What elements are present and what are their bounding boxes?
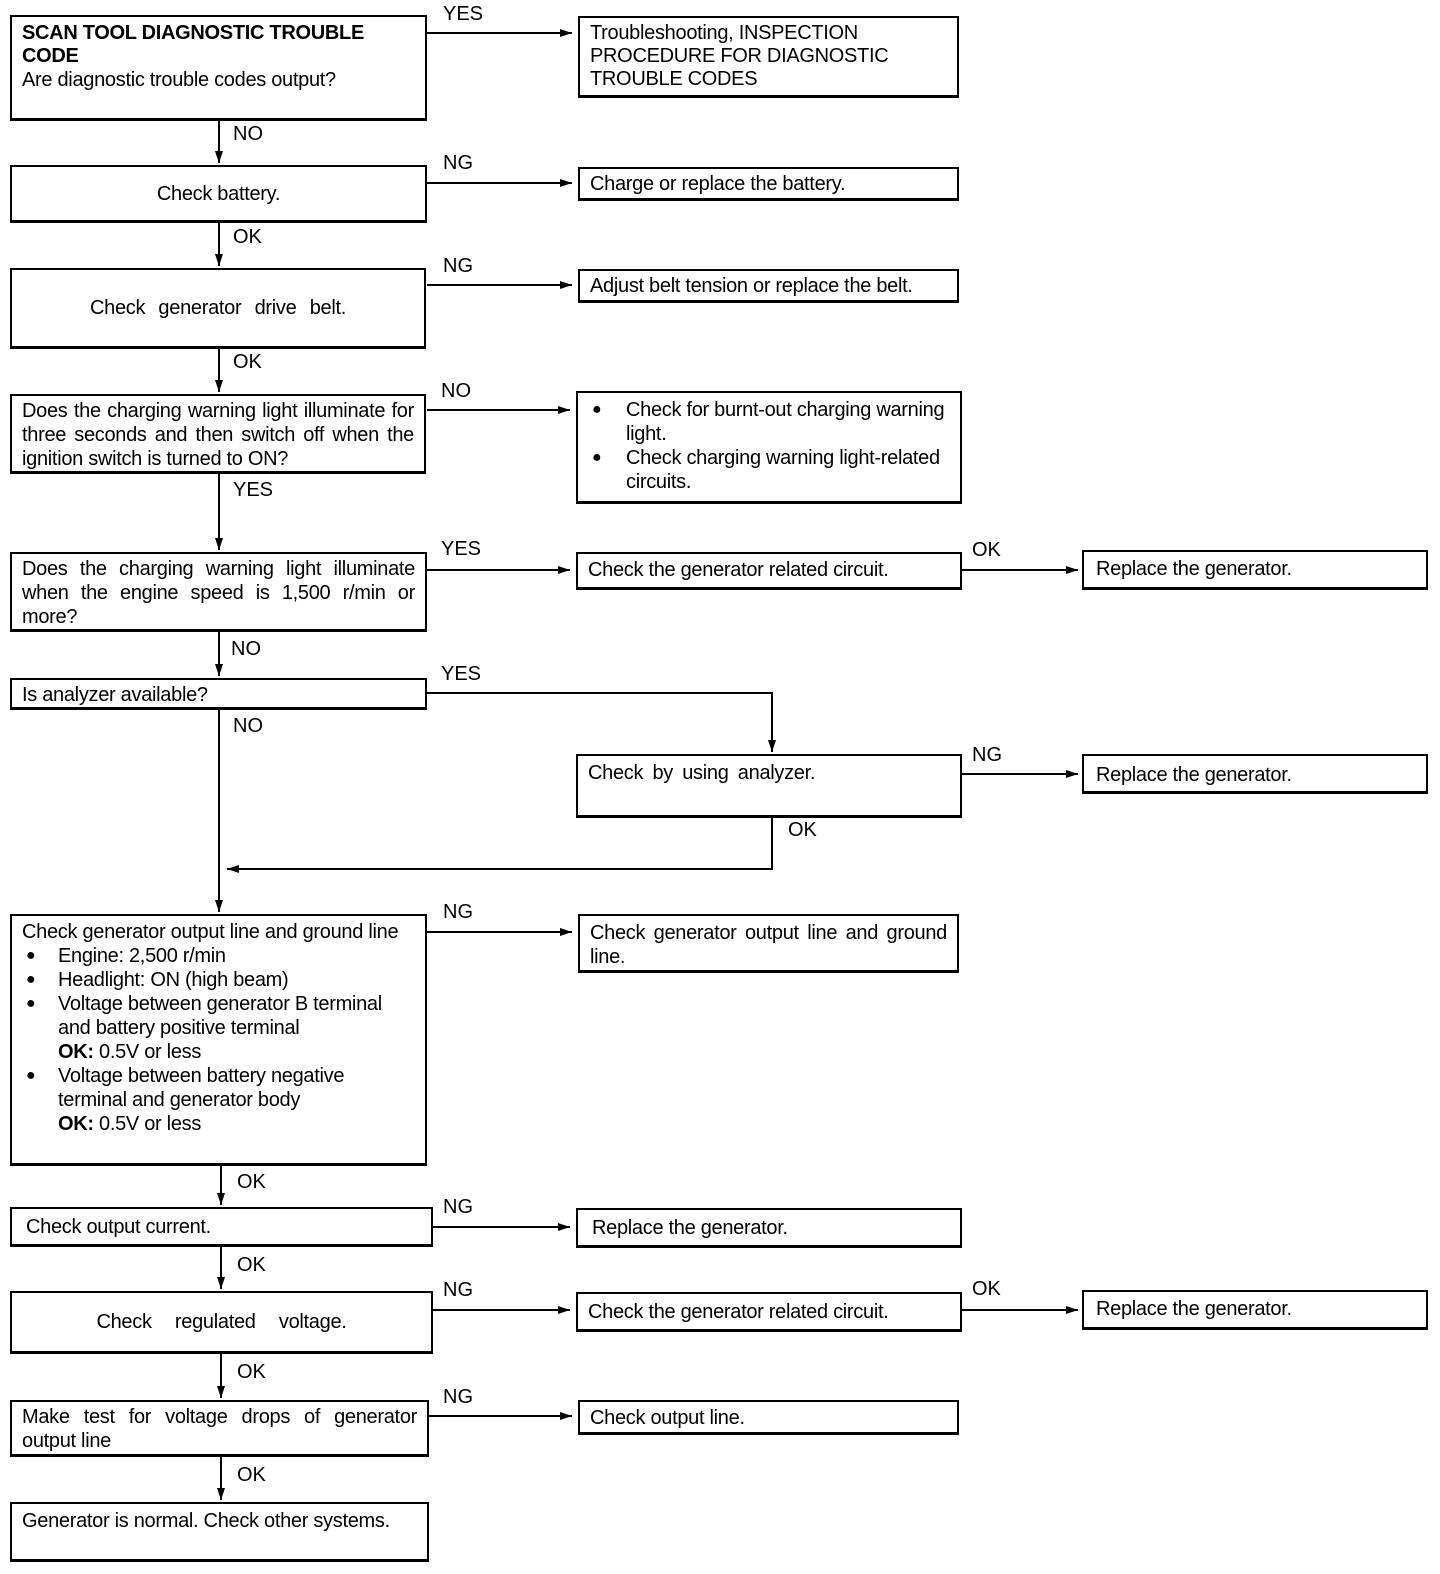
label-no: NO bbox=[441, 380, 471, 402]
condition-voltage-positive: Voltage between generator B terminal and… bbox=[22, 992, 415, 1064]
condition-headlight: Headlight: ON (high beam) bbox=[22, 968, 415, 992]
ok-label: OK: bbox=[58, 1041, 94, 1063]
output-current-text: Check output current. bbox=[26, 1216, 211, 1238]
warning-light-question-box: Does the charging warning light illumina… bbox=[10, 394, 426, 474]
generator-normal-text: Generator is normal. Check other systems… bbox=[22, 1510, 390, 1532]
label-ok: OK bbox=[237, 1171, 266, 1193]
condition-voltage-negative-text: Voltage between battery negative termina… bbox=[58, 1065, 345, 1111]
adjust-belt-text: Adjust belt tension or replace the belt. bbox=[590, 275, 913, 297]
ok-value-negative: 0.5V or less bbox=[99, 1113, 202, 1135]
troubleshooting-box: Troubleshooting, INSPECTION PROCEDURE FO… bbox=[578, 16, 959, 98]
label-ok: OK bbox=[972, 539, 1001, 561]
warning-light-checks: Check for burnt-out charging warning lig… bbox=[588, 398, 950, 494]
analyzer-question-box: Is analyzer available? bbox=[10, 678, 427, 710]
label-ok: OK bbox=[788, 819, 817, 841]
check-light-circuits: Check charging warning light-related cir… bbox=[588, 446, 950, 494]
replace-generator-text-2: Replace the generator. bbox=[1096, 764, 1292, 786]
warning-light-check-box: Check for burnt-out charging warning lig… bbox=[576, 391, 962, 504]
label-yes: YES bbox=[233, 479, 274, 501]
scan-tool-question: Are diagnostic trouble codes output? bbox=[22, 69, 336, 91]
label-ok: OK bbox=[233, 226, 262, 248]
label-ok: OK bbox=[972, 1278, 1001, 1300]
voltage-drop-box: Make test for voltage drops of generator… bbox=[10, 1400, 429, 1457]
ground-line-text: Check generator output line and ground l… bbox=[590, 922, 947, 968]
check-battery-text: Check battery. bbox=[156, 182, 281, 205]
label-ng: NG bbox=[443, 1196, 473, 1218]
engine-speed-question-text: Does the charging warning light illumina… bbox=[22, 558, 415, 628]
arrow-analyzer-ok bbox=[227, 818, 773, 873]
analyzer-question-text: Is analyzer available? bbox=[22, 684, 208, 706]
check-output-line-box: Check output line. bbox=[578, 1400, 959, 1435]
label-yes: YES bbox=[443, 3, 484, 25]
label-ng: NG bbox=[443, 152, 473, 174]
label-ok: OK bbox=[237, 1254, 266, 1276]
label-yes: YES bbox=[441, 663, 482, 685]
adjust-belt-box: Adjust belt tension or replace the belt. bbox=[578, 269, 959, 303]
replace-generator-text-4: Replace the generator. bbox=[1096, 1298, 1292, 1320]
ok-value-positive: 0.5V or less bbox=[99, 1041, 202, 1063]
label-ok: OK bbox=[237, 1464, 266, 1486]
label-ng: NG bbox=[443, 1386, 473, 1408]
output-line-check-box: Check generator output line and ground l… bbox=[10, 914, 427, 1166]
charge-battery-box: Charge or replace the battery. bbox=[578, 167, 959, 201]
analyzer-check-box: Check by using analyzer. bbox=[576, 754, 962, 818]
replace-generator-text-1: Replace the generator. bbox=[1096, 558, 1292, 580]
condition-voltage-positive-text: Voltage between generator B terminal and… bbox=[58, 993, 382, 1039]
check-battery-box: Check battery. bbox=[10, 165, 427, 223]
check-belt-text: Check generator drive belt. bbox=[89, 297, 347, 319]
arrow-analyzer-yes bbox=[427, 692, 776, 752]
output-line-conditions: Engine: 2,500 r/min Headlight: ON (high … bbox=[22, 944, 415, 1136]
label-ng: NG bbox=[443, 901, 473, 923]
condition-engine: Engine: 2,500 r/min bbox=[22, 944, 415, 968]
label-no: NO bbox=[233, 715, 263, 737]
label-ok: OK bbox=[237, 1361, 266, 1383]
generator-circuit-text-2: Check the generator related circuit. bbox=[588, 1301, 889, 1323]
voltage-drop-text: Make test for voltage drops of generator… bbox=[22, 1406, 417, 1452]
engine-speed-question-box: Does the charging warning light illumina… bbox=[10, 552, 427, 632]
charge-battery-text: Charge or replace the battery. bbox=[590, 173, 846, 195]
regulated-voltage-text: Check regulated voltage. bbox=[96, 1311, 347, 1333]
check-burnt-out: Check for burnt-out charging warning lig… bbox=[588, 398, 950, 446]
replace-generator-box-1: Replace the generator. bbox=[1082, 550, 1428, 590]
check-output-line-text: Check output line. bbox=[590, 1407, 745, 1429]
label-ng: NG bbox=[972, 744, 1002, 766]
analyzer-check-text: Check by using analyzer. bbox=[588, 762, 816, 784]
scan-tool-box: SCAN TOOL DIAGNOSTIC TROUBLE CODE Are di… bbox=[10, 15, 427, 121]
scan-tool-title: SCAN TOOL DIAGNOSTIC TROUBLE CODE bbox=[22, 22, 364, 67]
replace-generator-text-3: Replace the generator. bbox=[592, 1217, 788, 1239]
replace-generator-box-2: Replace the generator. bbox=[1082, 754, 1428, 794]
ok-label: OK: bbox=[58, 1113, 94, 1135]
output-line-title: Check generator output line and ground l… bbox=[22, 921, 399, 943]
ground-line-box: Check generator output line and ground l… bbox=[578, 914, 959, 973]
label-ng: NG bbox=[443, 1279, 473, 1301]
troubleshooting-text: Troubleshooting, INSPECTION PROCEDURE FO… bbox=[590, 22, 889, 90]
replace-generator-box-3: Replace the generator. bbox=[576, 1208, 962, 1248]
check-belt-box: Check generator drive belt. bbox=[10, 268, 426, 349]
warning-light-question-text: Does the charging warning light illumina… bbox=[22, 400, 414, 470]
regulated-voltage-box: Check regulated voltage. bbox=[10, 1291, 433, 1354]
generator-circuit-text-1: Check the generator related circuit. bbox=[588, 559, 889, 581]
label-yes: YES bbox=[441, 538, 482, 560]
label-ok: OK bbox=[233, 351, 262, 373]
label-ng: NG bbox=[443, 255, 473, 277]
replace-generator-box-4: Replace the generator. bbox=[1082, 1290, 1428, 1330]
generator-normal-box: Generator is normal. Check other systems… bbox=[10, 1502, 429, 1562]
condition-voltage-negative: Voltage between battery negative termina… bbox=[22, 1064, 415, 1136]
label-no: NO bbox=[231, 638, 261, 660]
generator-circuit-box-1: Check the generator related circuit. bbox=[576, 552, 962, 590]
output-current-box: Check output current. bbox=[10, 1207, 433, 1247]
generator-circuit-box-2: Check the generator related circuit. bbox=[576, 1292, 962, 1332]
label-no: NO bbox=[233, 123, 263, 145]
